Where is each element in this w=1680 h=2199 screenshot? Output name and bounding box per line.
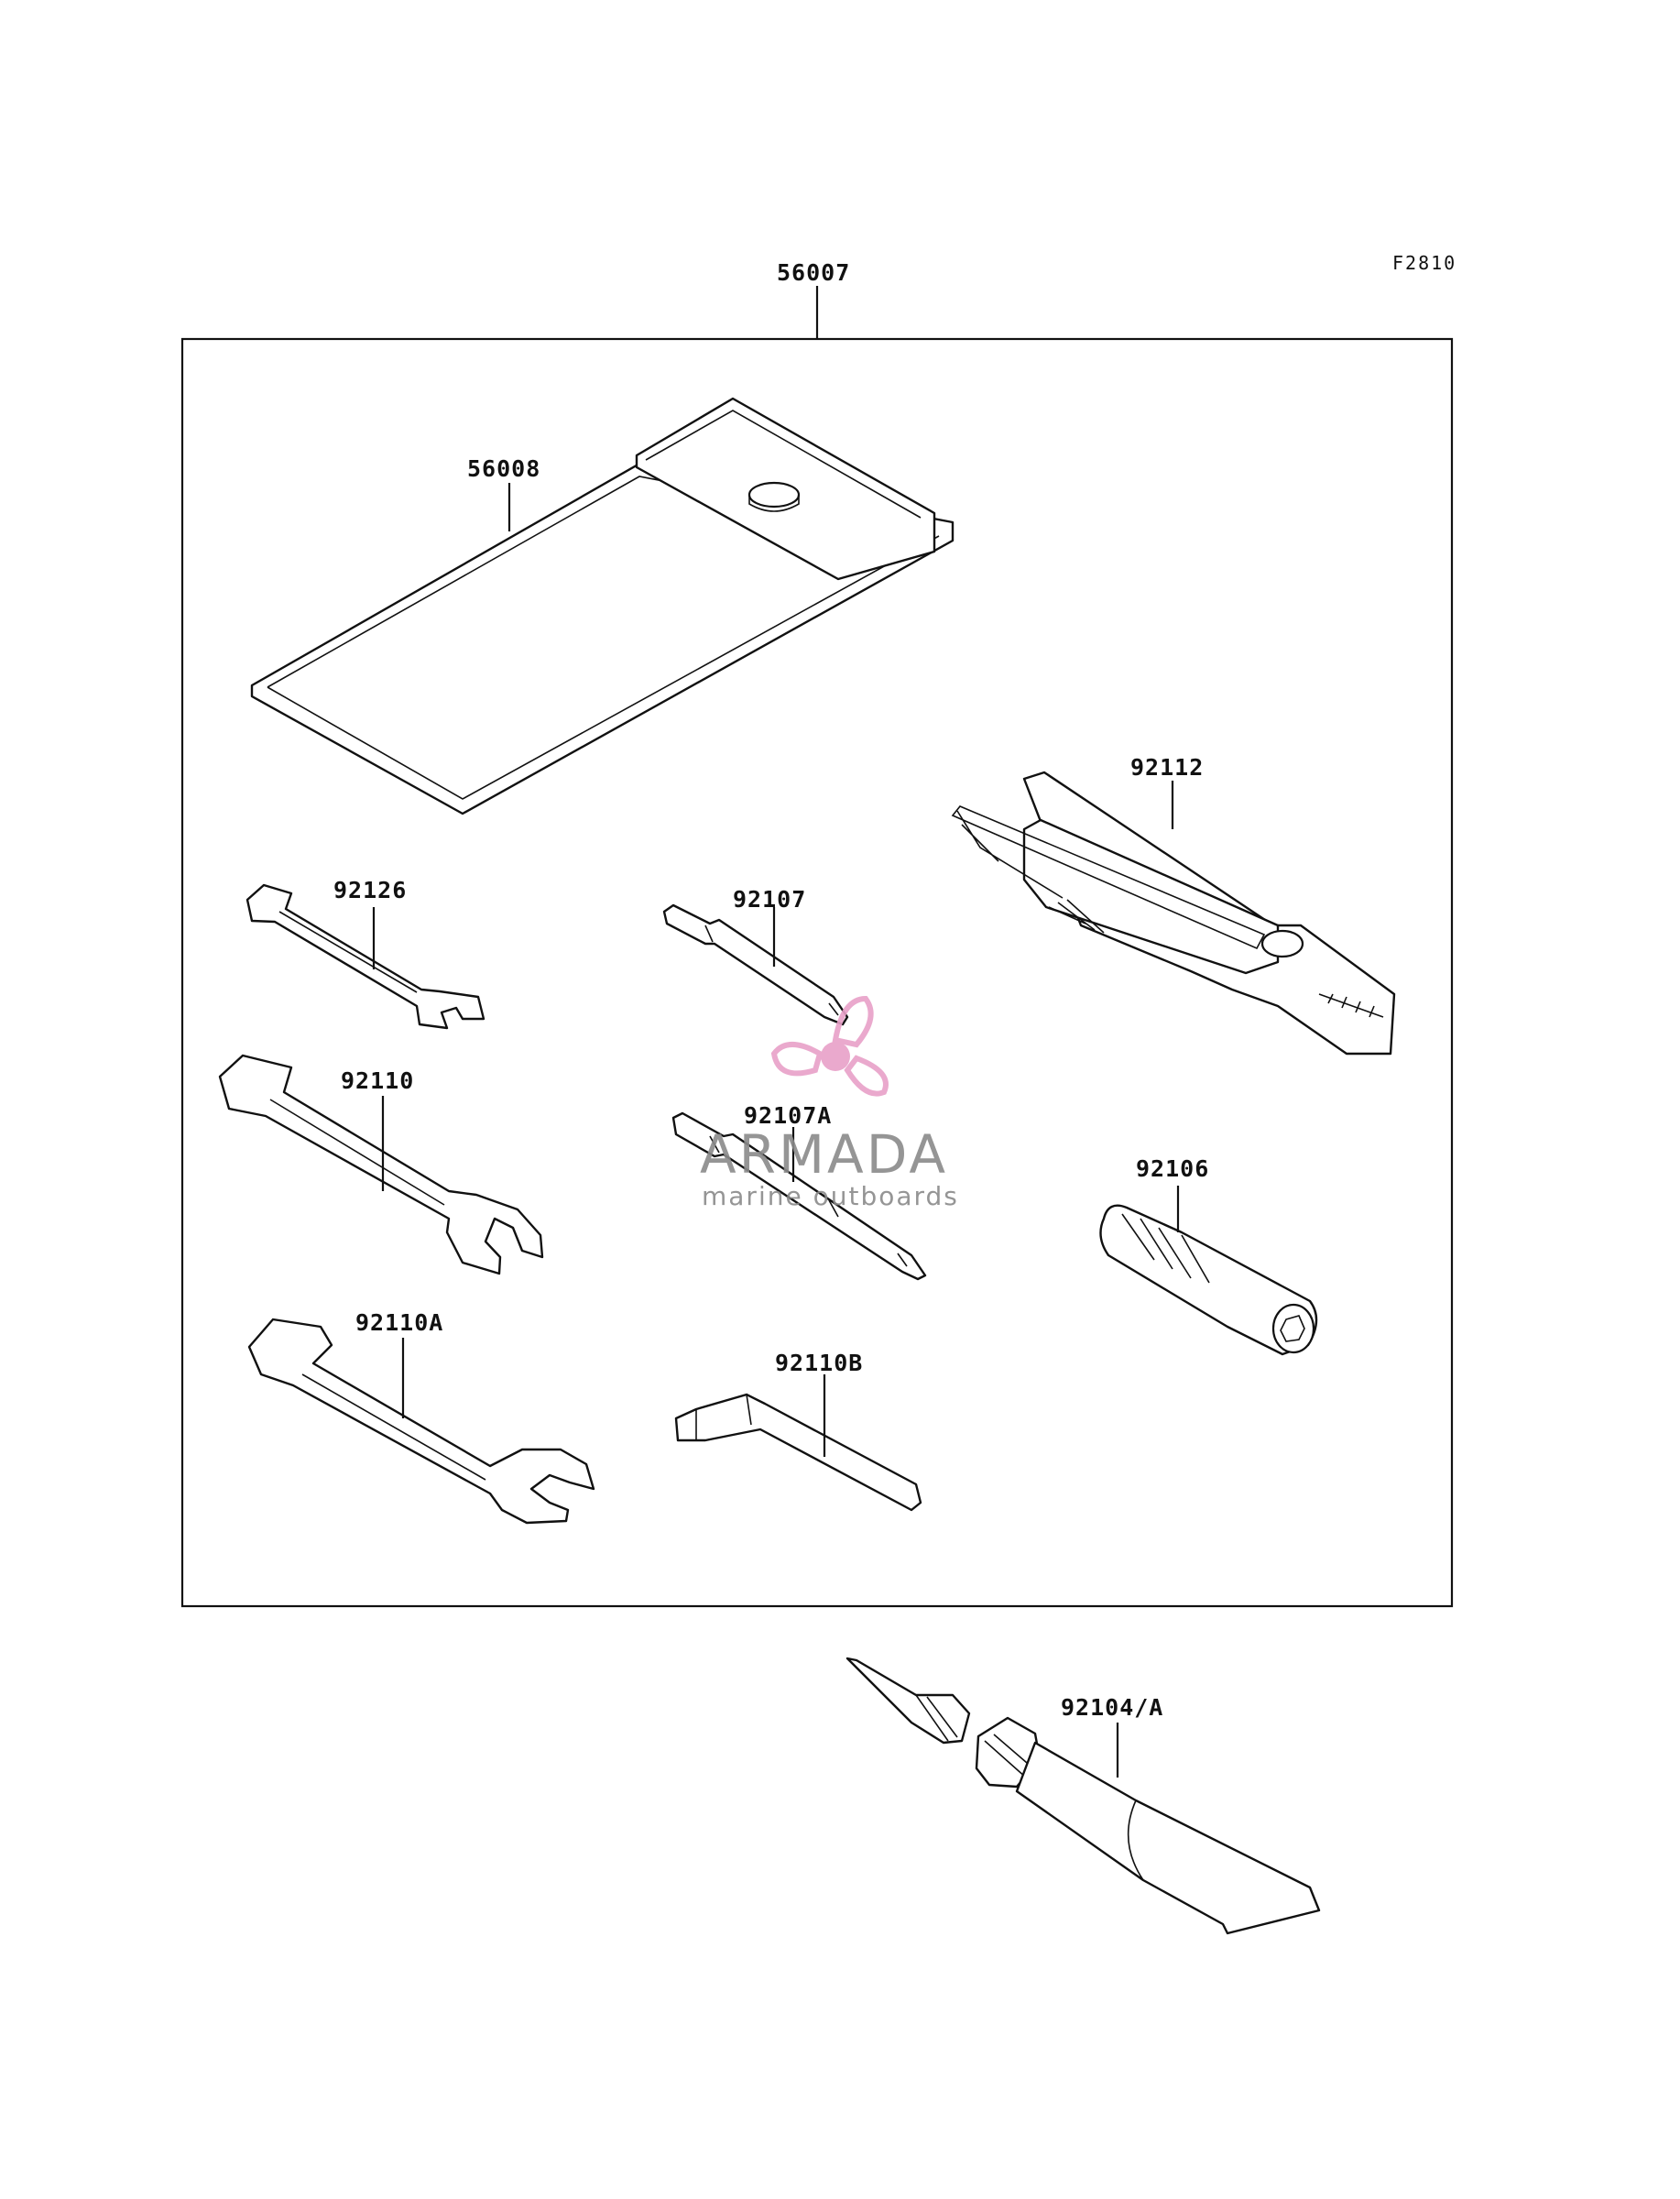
wrench-medium: 92110	[218, 1054, 544, 1275]
label-kit: 56007	[777, 259, 850, 286]
label-screwdriver-handle: 92107	[733, 886, 806, 913]
pliers: 92112	[951, 754, 1396, 1056]
figure-code: F2810	[1392, 252, 1456, 274]
kit-frame: 56007	[180, 259, 1454, 1608]
label-screwdriver-bit: 92107A	[744, 1102, 832, 1129]
label-wrench-medium: 92110	[341, 1067, 414, 1094]
label-grease-tube: 92104/A	[1061, 1694, 1163, 1721]
screwdriver-bit: 92107A	[671, 1102, 927, 1281]
label-wrench-small: 92126	[333, 877, 407, 903]
tool-92106: 92106	[1099, 1155, 1318, 1356]
watermark-logo: ARMADA marine outboards	[700, 995, 959, 1211]
label-hex-key: 92110B	[775, 1350, 863, 1376]
wrench-large: 92110A	[247, 1309, 595, 1525]
label-tool-92106: 92106	[1136, 1155, 1209, 1182]
propeller-icon	[770, 995, 889, 1097]
hex-key: 92110B	[674, 1350, 922, 1512]
watermark-tagline: marine outboards	[702, 1181, 959, 1211]
label-pliers: 92112	[1130, 754, 1204, 781]
tool-case: 56008	[250, 397, 955, 815]
wrench-small: 92126	[245, 877, 485, 1030]
label-case: 56008	[467, 455, 540, 482]
grease-tube: 92104/A	[845, 1657, 1321, 1935]
screwdriver-handle: 92107	[662, 886, 849, 1026]
watermark-brand: ARMADA	[700, 1123, 948, 1186]
label-wrench-large: 92110A	[355, 1309, 443, 1336]
